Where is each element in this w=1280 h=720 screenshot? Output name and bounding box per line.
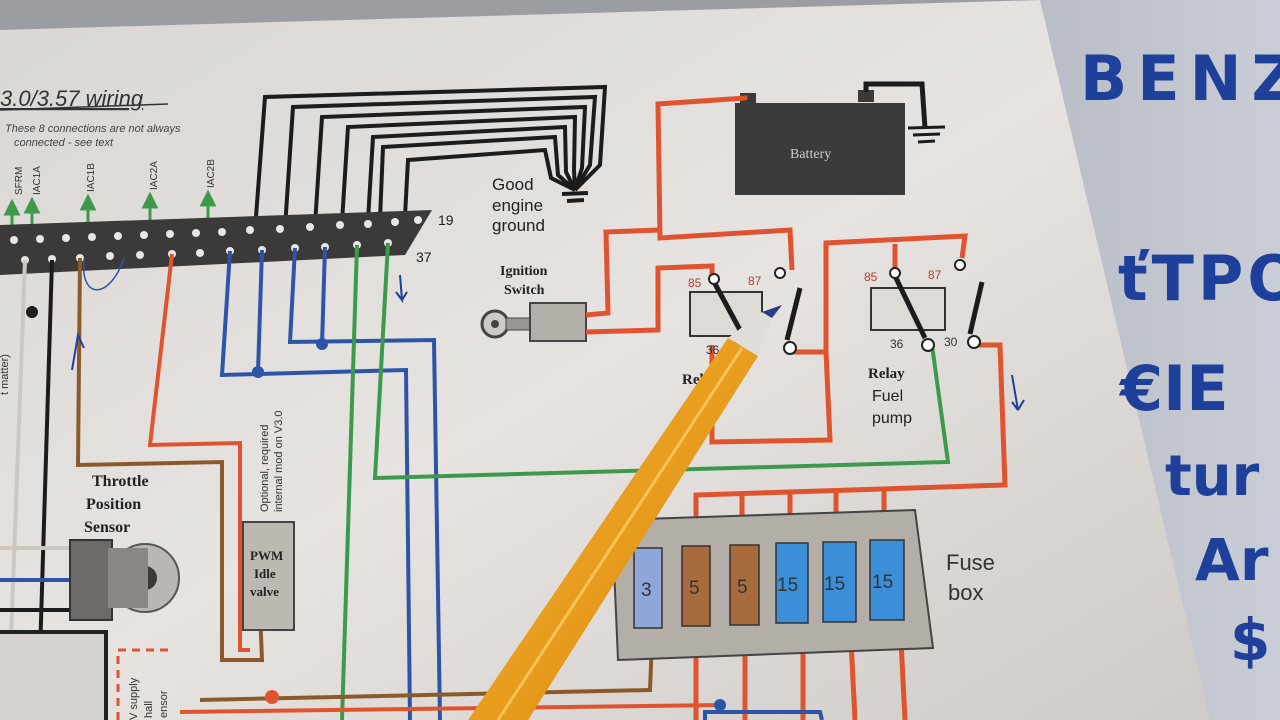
tps-label-3: Sensor — [84, 519, 130, 536]
pwm-label-3: valve — [250, 584, 279, 599]
relay-2-fuel-pump — [870, 259, 985, 352]
handwritten-sheet — [1040, 0, 1280, 720]
supply-dashed-line — [116, 648, 170, 720]
fuse-6-value: 15 — [872, 572, 893, 593]
relay-1-pin-85: 85 — [688, 276, 702, 290]
optional-note-1: Optional, required — [259, 425, 271, 512]
fuse-5-value: 15 — [824, 574, 845, 595]
fuse-1-value: 3 — [641, 580, 652, 601]
pen-loop — [82, 257, 125, 291]
fuse-3-value: 5 — [737, 577, 748, 598]
relay-2-pin-30: 30 — [944, 335, 958, 349]
optional-note: Optional, required internal mod on V3.0 — [259, 410, 285, 512]
ignition-label: Ignition Switch — [500, 264, 548, 298]
fuse-box-label-1: Fuse — [946, 550, 995, 575]
supply-label-1: V supply — [128, 677, 140, 720]
fuse-3 — [729, 544, 760, 626]
pwm-label: PWM Idle valve — [250, 548, 283, 599]
battery-ground-symbol — [907, 125, 946, 144]
supply-label: V supply hall ensor — [128, 677, 170, 720]
ignition-switch — [480, 302, 587, 342]
pin-label-iac2b: IAC2B — [206, 159, 217, 188]
fuses — [633, 539, 905, 629]
handwriting-line-4: tur — [1165, 444, 1260, 509]
fuse-2 — [681, 545, 711, 627]
supply-label-2: hall — [143, 701, 155, 718]
tps-label: Throttle Position Sensor — [84, 473, 149, 536]
connector-pin-37: 37 — [416, 249, 432, 265]
battery: Battery — [735, 90, 905, 195]
fuse-6 — [869, 539, 905, 621]
pin-label-iac1b: IAC1B — [86, 163, 97, 192]
relay-2-title: Relay — [868, 366, 905, 382]
pin-labels: SFRM IAC1A IAC1B IAC2A IAC2B — [14, 159, 217, 195]
ground-label-2: engine — [492, 196, 543, 215]
hand-arrow-left — [71, 331, 85, 371]
pwm-idle-valve — [242, 521, 295, 631]
fuse-5 — [822, 541, 857, 623]
relay-2-label: Relay Fuel pump — [868, 366, 912, 427]
ground-label-1: Good — [492, 175, 534, 194]
tps-label-1: Throttle — [92, 473, 149, 490]
hand-arrow-right — [1011, 374, 1025, 411]
pwm-label-1: PWM — [250, 548, 283, 563]
pen — [468, 305, 782, 720]
ground-label: Good engine ground — [492, 175, 545, 235]
lower-left-module — [0, 630, 108, 720]
relay-1-pin-87: 87 — [748, 274, 762, 288]
relay-1-pin-36: 36 — [706, 343, 720, 357]
throttle-position-sensor — [69, 539, 180, 621]
relay-2-sub-1: Fuel — [872, 388, 903, 405]
title-underline — [0, 103, 169, 111]
handwriting-line-5: Ar — [1195, 526, 1269, 594]
pin-label-sfrm: SFRM — [14, 167, 25, 195]
relay-2-pins: 85 87 36 30 — [864, 268, 958, 351]
handwriting-line-6: $ — [1230, 606, 1270, 674]
ground-harness — [253, 84, 608, 231]
supply-label-3: ensor — [158, 690, 170, 718]
junction-black — [26, 306, 38, 318]
left-edge-text: t matter) — [0, 354, 11, 395]
fuse-4 — [775, 542, 809, 624]
handwritten-notes: BENZ ťTPO €IE tur Ar $ — [1080, 42, 1280, 674]
handwriting-line-1: BENZ — [1080, 42, 1280, 115]
handwriting-line-2: ťTPO — [1118, 242, 1280, 315]
pin-label-iac2a: IAC2A — [149, 161, 160, 190]
connector-pin-19: 19 — [438, 212, 454, 228]
wire-junctions — [252, 338, 726, 711]
handwriting-line-3: €IE — [1118, 352, 1229, 425]
pin-label-iac1a: IAC1A — [32, 166, 43, 195]
note-line-1: These 8 connections are not always — [5, 123, 181, 135]
junction-red — [265, 690, 279, 704]
ground-label-3: ground — [492, 216, 545, 235]
battery-ground-wire — [863, 81, 928, 129]
relay-2-pin-36: 36 — [890, 337, 904, 351]
fuse-box-label: Fuse box — [946, 550, 995, 605]
ignition-label-1: Ignition — [500, 264, 548, 279]
relay-2-sub-2: pump — [872, 410, 912, 427]
tps-label-2: Position — [86, 496, 141, 513]
fuse-values: 3 5 5 15 15 15 — [641, 572, 893, 601]
ignition-label-2: Switch — [504, 283, 545, 298]
hand-arrow-mid — [395, 274, 408, 304]
note-line-2: connected - see text — [14, 137, 114, 149]
bottom-blue-wire — [703, 710, 824, 720]
optional-note-2: internal mod on V3.0 — [273, 410, 285, 512]
battery-label: Battery — [790, 147, 831, 162]
fuse-2-value: 5 — [689, 578, 700, 599]
relay-2-pin-87: 87 — [928, 268, 942, 282]
fuse-4-value: 15 — [777, 575, 798, 596]
relay-1-pins: 85 87 36 — [688, 274, 762, 357]
relay-2-pin-85: 85 — [864, 270, 878, 284]
pwm-label-2: Idle — [254, 566, 276, 581]
fuse-box-label-2: box — [948, 580, 983, 605]
fuse-1 — [633, 547, 663, 629]
